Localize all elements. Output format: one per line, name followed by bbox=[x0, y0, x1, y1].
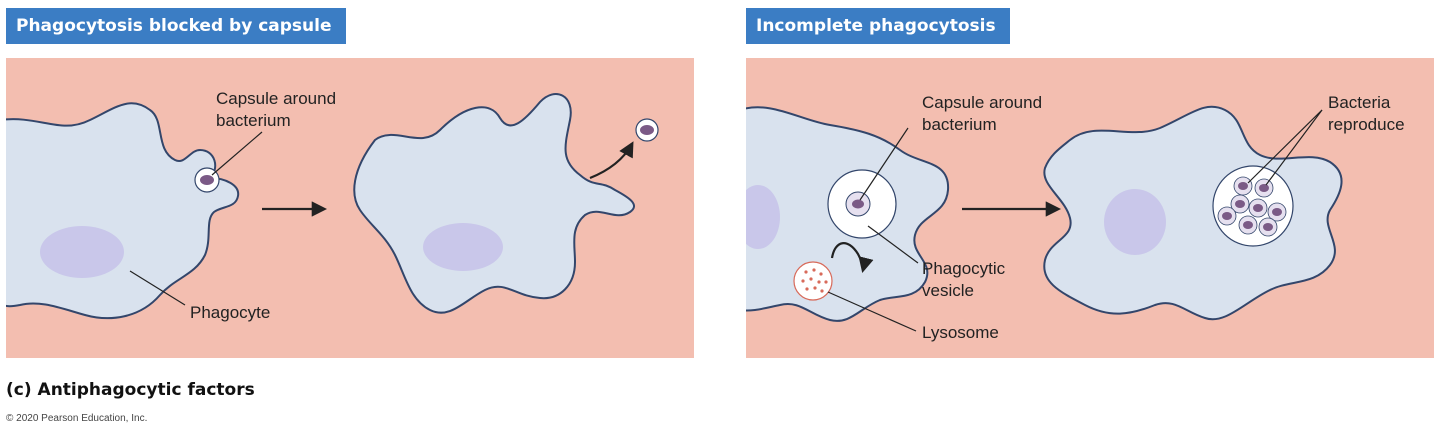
figure-caption: (c) Antiphagocytic factors bbox=[6, 380, 255, 400]
label-capsule-right-1: Capsule around bbox=[922, 93, 1042, 112]
leader-capsule-right bbox=[859, 127, 909, 201]
leader-bacteria-2 bbox=[1265, 109, 1323, 186]
nucleus-1 bbox=[40, 226, 124, 278]
label-vesicle-1: Phagocytic bbox=[922, 259, 1006, 278]
phagocyte-cell-1 bbox=[6, 102, 240, 320]
bacterium-1 bbox=[200, 175, 214, 185]
leader-phagocyte bbox=[129, 270, 186, 306]
panel-title-incomplete-phagocytosis: Incomplete phagocytosis bbox=[746, 8, 1010, 44]
nucleus-2 bbox=[423, 223, 503, 271]
copyright-notice: © 2020 Pearson Education, Inc. bbox=[6, 413, 148, 424]
leader-bacteria-1 bbox=[1247, 109, 1323, 184]
label-bacteria-1: Bacteria bbox=[1328, 93, 1391, 112]
leader-vesicle bbox=[867, 225, 919, 264]
leader-capsule-left bbox=[211, 131, 263, 176]
nucleus-4 bbox=[1104, 189, 1166, 255]
bacterium-2 bbox=[640, 125, 654, 135]
escape-arrow bbox=[589, 141, 634, 180]
label-lysosome: Lysosome bbox=[922, 323, 999, 342]
panel-title-phagocytosis-blocked: Phagocytosis blocked by capsule bbox=[6, 8, 346, 44]
label-capsule-left-2: bacterium bbox=[216, 111, 291, 130]
label-capsule-right-2: bacterium bbox=[922, 115, 997, 134]
label-vesicle-2: vesicle bbox=[922, 281, 974, 300]
phagocyte-cell-2 bbox=[353, 93, 635, 314]
reproducing-bacteria bbox=[1217, 176, 1287, 237]
leader-lysosome bbox=[827, 291, 917, 332]
blocked-fusion-arrow bbox=[830, 242, 874, 273]
label-phagocyte: Phagocyte bbox=[190, 303, 270, 322]
label-bacteria-2: reproduce bbox=[1328, 115, 1405, 134]
bacterium-3 bbox=[852, 199, 864, 209]
lysosome-enzymes bbox=[801, 268, 828, 293]
label-capsule-left-1: Capsule around bbox=[216, 89, 336, 108]
phagocyte-cell-4 bbox=[1043, 105, 1343, 321]
nucleus-3 bbox=[746, 185, 780, 249]
